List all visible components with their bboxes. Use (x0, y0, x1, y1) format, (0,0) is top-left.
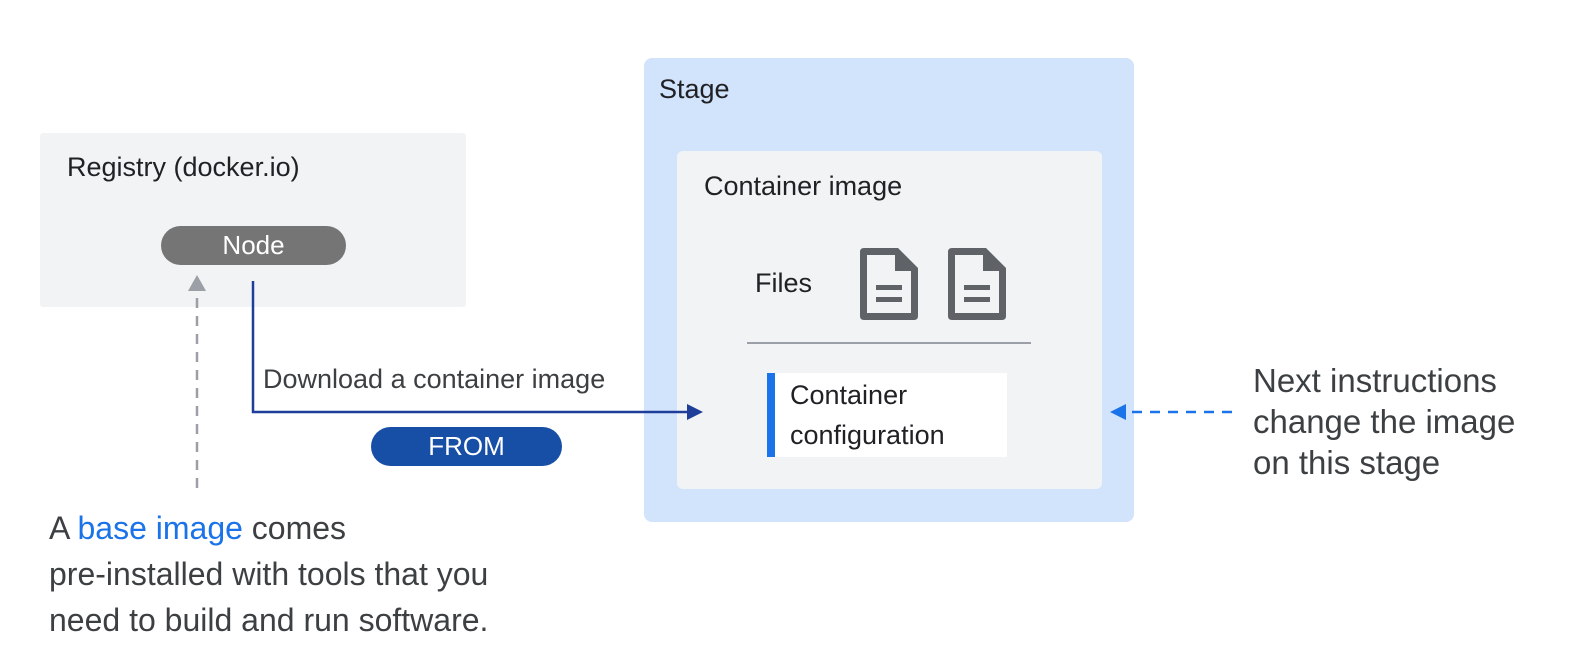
download-label: Download a container image (263, 364, 606, 394)
base-note-line-1: A base image comes (49, 505, 488, 551)
files-divider (747, 342, 1031, 344)
next-note-line-3: on this stage (1253, 444, 1441, 481)
document-icon (948, 248, 1006, 320)
registry-panel (40, 133, 466, 307)
files-label: Files (755, 268, 813, 298)
from-pill: FROM (371, 427, 562, 466)
next-instructions-arrowhead (1110, 404, 1126, 420)
registry-title: Registry (docker.io) (67, 152, 300, 182)
config-line-2: configuration (790, 420, 945, 450)
base-note-prefix: A (49, 510, 78, 546)
container-configuration-label: Container configuration (790, 375, 945, 455)
base-image-link[interactable]: base image (77, 510, 243, 546)
container-configuration-box (767, 373, 1007, 457)
download-arrow (251, 281, 690, 414)
base-image-note: A base image comes pre-installed with to… (49, 505, 488, 643)
container-image-title: Container image (704, 171, 903, 201)
base-note-line-2: pre-installed with tools that you (49, 556, 489, 592)
next-instructions-note: Next instructions change the image on th… (1253, 360, 1515, 483)
node-pill: Node (161, 226, 346, 265)
download-arrowhead (687, 404, 703, 420)
base-note-line-3: need to build and run software. (49, 602, 489, 638)
config-line-1: Container (790, 380, 908, 410)
base-note-suffix: comes (242, 510, 347, 546)
next-note-line-1: Next instructions (1253, 362, 1497, 399)
next-note-line-2: change the image (1253, 403, 1516, 440)
configuration-accent-bar (767, 373, 775, 457)
stage-title: Stage (659, 74, 730, 104)
base-image-arrowhead (188, 275, 206, 291)
document-icon (860, 248, 918, 320)
